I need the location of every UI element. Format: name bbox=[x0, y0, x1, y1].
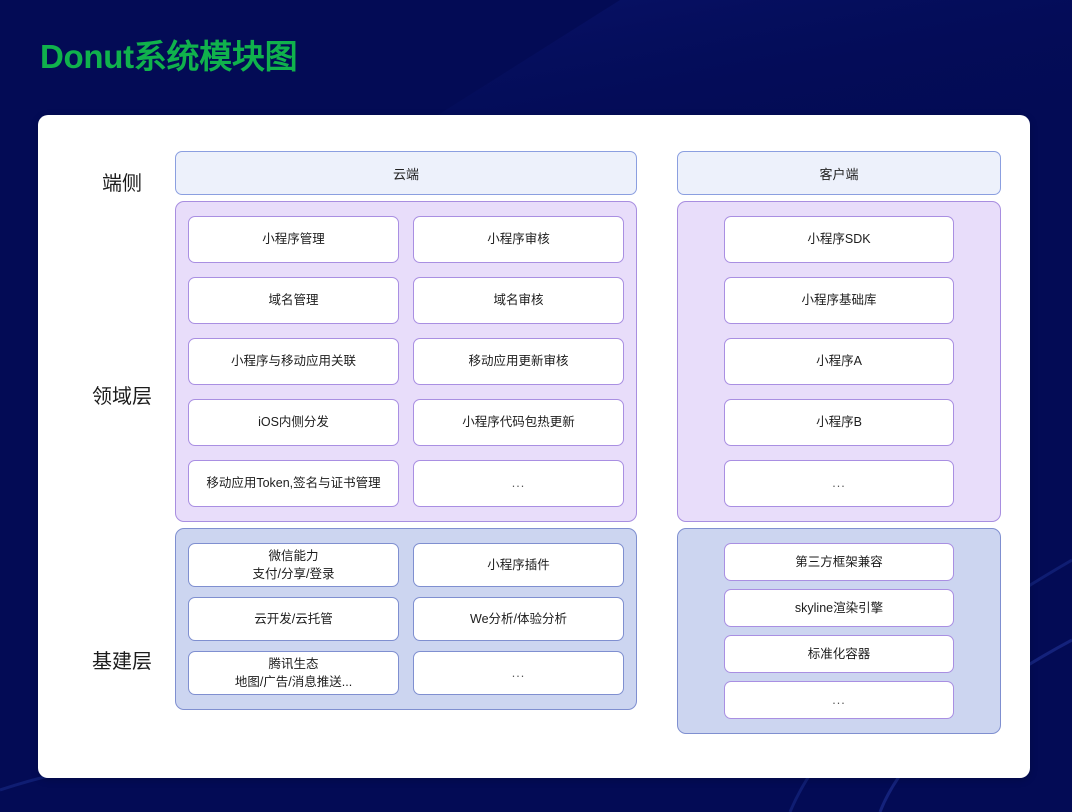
panel-client-infra: 第三方框架兼容 skyline渲染引擎 标准化容器 ... bbox=[677, 528, 1001, 734]
cell-cloud-domain[interactable]: 域名审核 bbox=[413, 277, 624, 324]
cell-label: 域名审核 bbox=[493, 293, 544, 308]
cell-cloud-domain-more[interactable]: ... bbox=[413, 460, 624, 507]
cell-label: 移动应用Token,签名与证书管理 bbox=[206, 476, 381, 491]
cell-label: 标准化容器 bbox=[807, 646, 871, 661]
cell-cloud-infra[interactable]: 腾讯生态 地图/广告/消息推送... bbox=[188, 651, 399, 695]
cell-cloud-infra[interactable]: We分析/体验分析 bbox=[413, 597, 624, 641]
cell-label: skyline渲染引擎 bbox=[794, 600, 884, 615]
cell-label: 云开发/云托管 bbox=[254, 611, 333, 626]
cell-client-domain[interactable]: 小程序基础库 bbox=[724, 277, 954, 324]
row-label-domain: 领域层 bbox=[92, 386, 152, 408]
cell-sublabel: 支付/分享/登录 bbox=[252, 567, 335, 581]
cell-label: iOS内侧分发 bbox=[258, 415, 329, 430]
cell-cloud-domain[interactable]: 小程序与移动应用关联 bbox=[188, 338, 399, 385]
cell-label: 小程序插件 bbox=[487, 557, 550, 572]
column-cloud: 云端 小程序管理 小程序审核 域名管理 域名审核 小程序与移动应用关联 移动应用… bbox=[175, 151, 637, 710]
header-client[interactable]: 客户端 bbox=[677, 151, 1001, 195]
cell-label: 小程序与移动应用关联 bbox=[230, 354, 356, 369]
cell-client-infra[interactable]: 标准化容器 bbox=[724, 635, 954, 673]
cell-label: 移动应用更新审核 bbox=[468, 354, 569, 369]
cell-cloud-infra-more[interactable]: ... bbox=[413, 651, 624, 695]
panel-client-domain: 小程序SDK 小程序基础库 小程序A 小程序B ... bbox=[677, 201, 1001, 522]
cell-client-infra-more[interactable]: ... bbox=[724, 681, 954, 719]
row-label-device: 端侧 bbox=[102, 173, 142, 195]
cell-label: ... bbox=[832, 476, 846, 491]
cell-label: 微信能力 bbox=[268, 548, 319, 563]
module-diagram: 端侧 领域层 基建层 云端 小程序管理 小程序审核 域名管理 域名审核 小程序与… bbox=[38, 115, 1030, 778]
cell-cloud-domain[interactable]: iOS内侧分发 bbox=[188, 399, 399, 446]
header-cloud[interactable]: 云端 bbox=[175, 151, 637, 195]
cell-label: 小程序代码包热更新 bbox=[462, 415, 575, 430]
cell-label: 小程序基础库 bbox=[801, 293, 877, 308]
cell-label: 小程序审核 bbox=[487, 232, 550, 247]
cell-cloud-domain[interactable]: 移动应用更新审核 bbox=[413, 338, 624, 385]
cell-cloud-infra[interactable]: 小程序插件 bbox=[413, 543, 624, 587]
cell-cloud-domain[interactable]: 小程序审核 bbox=[413, 216, 624, 263]
panel-cloud-domain: 小程序管理 小程序审核 域名管理 域名审核 小程序与移动应用关联 移动应用更新审… bbox=[175, 201, 637, 522]
cell-cloud-domain[interactable]: 域名管理 bbox=[188, 277, 399, 324]
cell-cloud-domain[interactable]: 小程序管理 bbox=[188, 216, 399, 263]
cell-label: 小程序管理 bbox=[262, 232, 325, 247]
diagram-card: 端侧 领域层 基建层 云端 小程序管理 小程序审核 域名管理 域名审核 小程序与… bbox=[38, 115, 1030, 778]
cell-label: ... bbox=[511, 665, 526, 680]
cloud-infra-grid: 微信能力 支付/分享/登录 小程序插件 云开发/云托管 We分析/体验分析 腾讯… bbox=[188, 543, 624, 695]
page-title: Donut系统模块图 bbox=[40, 38, 298, 76]
cell-client-domain[interactable]: 小程序A bbox=[724, 338, 954, 385]
cloud-domain-grid: 小程序管理 小程序审核 域名管理 域名审核 小程序与移动应用关联 移动应用更新审… bbox=[188, 216, 624, 507]
cell-label: 小程序B bbox=[816, 415, 862, 430]
cell-cloud-domain[interactable]: 移动应用Token,签名与证书管理 bbox=[188, 460, 399, 507]
cell-label: 第三方框架兼容 bbox=[795, 554, 883, 569]
cell-client-domain[interactable]: 小程序B bbox=[724, 399, 954, 446]
cell-label: 小程序SDK bbox=[807, 232, 871, 247]
row-label-infra: 基建层 bbox=[92, 651, 152, 673]
cell-label: 域名管理 bbox=[268, 293, 319, 308]
cell-label: ... bbox=[511, 476, 526, 491]
panel-cloud-infra: 微信能力 支付/分享/登录 小程序插件 云开发/云托管 We分析/体验分析 腾讯… bbox=[175, 528, 637, 710]
cell-client-infra[interactable]: 第三方框架兼容 bbox=[724, 543, 954, 581]
cell-label: 小程序A bbox=[816, 354, 862, 369]
cell-cloud-domain[interactable]: 小程序代码包热更新 bbox=[413, 399, 624, 446]
cell-sublabel: 地图/广告/消息推送... bbox=[234, 675, 353, 689]
cell-label: We分析/体验分析 bbox=[470, 611, 567, 626]
cell-label: ... bbox=[832, 692, 846, 707]
cell-cloud-infra[interactable]: 云开发/云托管 bbox=[188, 597, 399, 641]
cell-label: 腾讯生态 bbox=[268, 656, 319, 671]
cell-cloud-infra[interactable]: 微信能力 支付/分享/登录 bbox=[188, 543, 399, 587]
cell-client-domain[interactable]: 小程序SDK bbox=[724, 216, 954, 263]
client-infra-grid: 第三方框架兼容 skyline渲染引擎 标准化容器 ... bbox=[690, 543, 988, 719]
client-domain-grid: 小程序SDK 小程序基础库 小程序A 小程序B ... bbox=[690, 216, 988, 507]
column-client: 客户端 小程序SDK 小程序基础库 小程序A 小程序B ... 第三方框架兼容 … bbox=[677, 151, 1001, 734]
cell-client-domain-more[interactable]: ... bbox=[724, 460, 954, 507]
cell-client-infra[interactable]: skyline渲染引擎 bbox=[724, 589, 954, 627]
